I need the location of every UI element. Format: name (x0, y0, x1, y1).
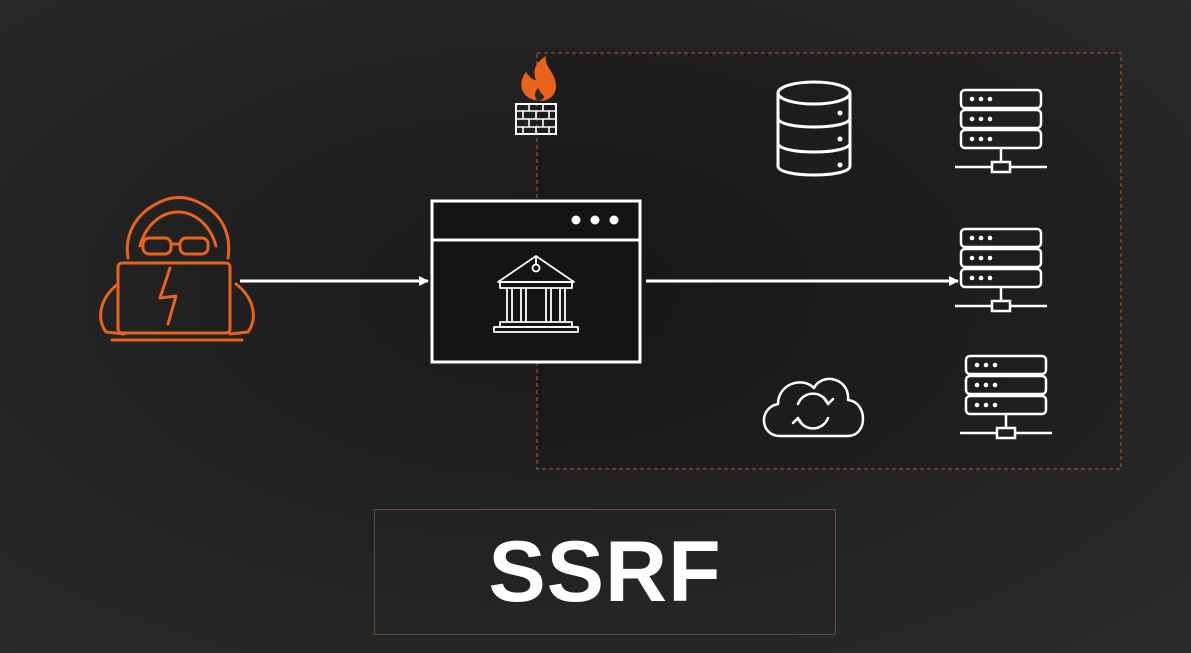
title-box: SSRF (374, 509, 836, 635)
browser-window-bank-icon (430, 199, 642, 364)
cloud-sync-icon (762, 377, 865, 438)
diagram-title: SSRF (488, 523, 722, 620)
database-icon (776, 80, 852, 177)
firewall-icon (515, 56, 557, 135)
hacker-with-laptop-icon (99, 196, 255, 342)
